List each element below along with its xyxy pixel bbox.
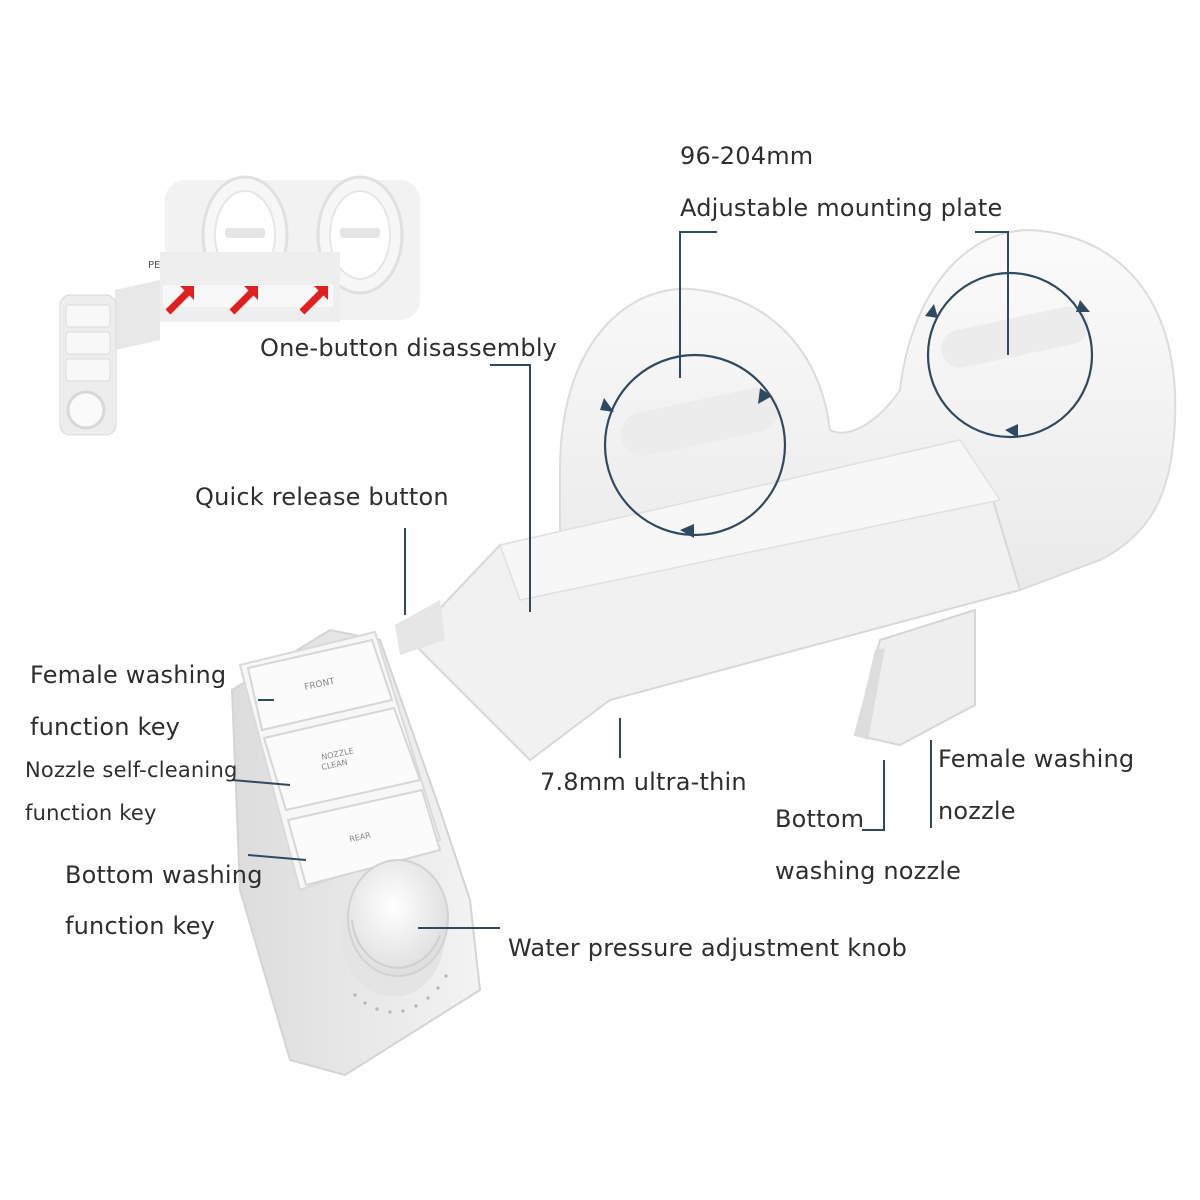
control-buttons: FRONT NOZZLE CLEAN REAR bbox=[246, 638, 442, 887]
nozzle-clean-label-line2: function key bbox=[25, 801, 157, 825]
size-range-label: 96-204mm bbox=[680, 142, 814, 170]
bottom-nozzle-label-line2: washing nozzle bbox=[775, 857, 962, 885]
knob-label: Water pressure adjustment knob bbox=[508, 934, 908, 962]
mounting-plate-label: Adjustable mounting plate bbox=[680, 194, 1003, 222]
bottom-nozzle-label-line1: Bottom bbox=[775, 805, 865, 833]
female-nozzle-label-line1: Female washing bbox=[938, 745, 1135, 773]
svg-text:PE: PE bbox=[148, 260, 160, 271]
disassembly-label: One-button disassembly bbox=[260, 334, 558, 362]
bottom-key-label-line1: Bottom washing bbox=[65, 861, 263, 889]
ultra-thin-label: 7.8mm ultra-thin bbox=[540, 768, 747, 796]
leader-lines bbox=[231, 231, 1009, 929]
rotation-arrow-icon bbox=[603, 271, 1094, 537]
quick-release-label: Quick release button bbox=[195, 483, 449, 511]
push-arrow-icon bbox=[165, 286, 328, 315]
female-key-label-line1: Female washing bbox=[30, 661, 227, 689]
rotation-arrowheads bbox=[600, 300, 1090, 538]
female-nozzle-label-line2: nozzle bbox=[938, 797, 1016, 825]
inset-product-view: PE bbox=[59, 175, 420, 436]
main-device: FRONT NOZZLE CLEAN REAR bbox=[230, 228, 1177, 1077]
female-key-label-line2: function key bbox=[30, 713, 181, 741]
svg-text:REAR: REAR bbox=[349, 831, 372, 844]
bottom-key-label-line2: function key bbox=[65, 912, 216, 940]
pressure-knob bbox=[341, 859, 449, 1014]
nozzle-clean-label-line1: Nozzle self-cleaning bbox=[25, 758, 238, 782]
